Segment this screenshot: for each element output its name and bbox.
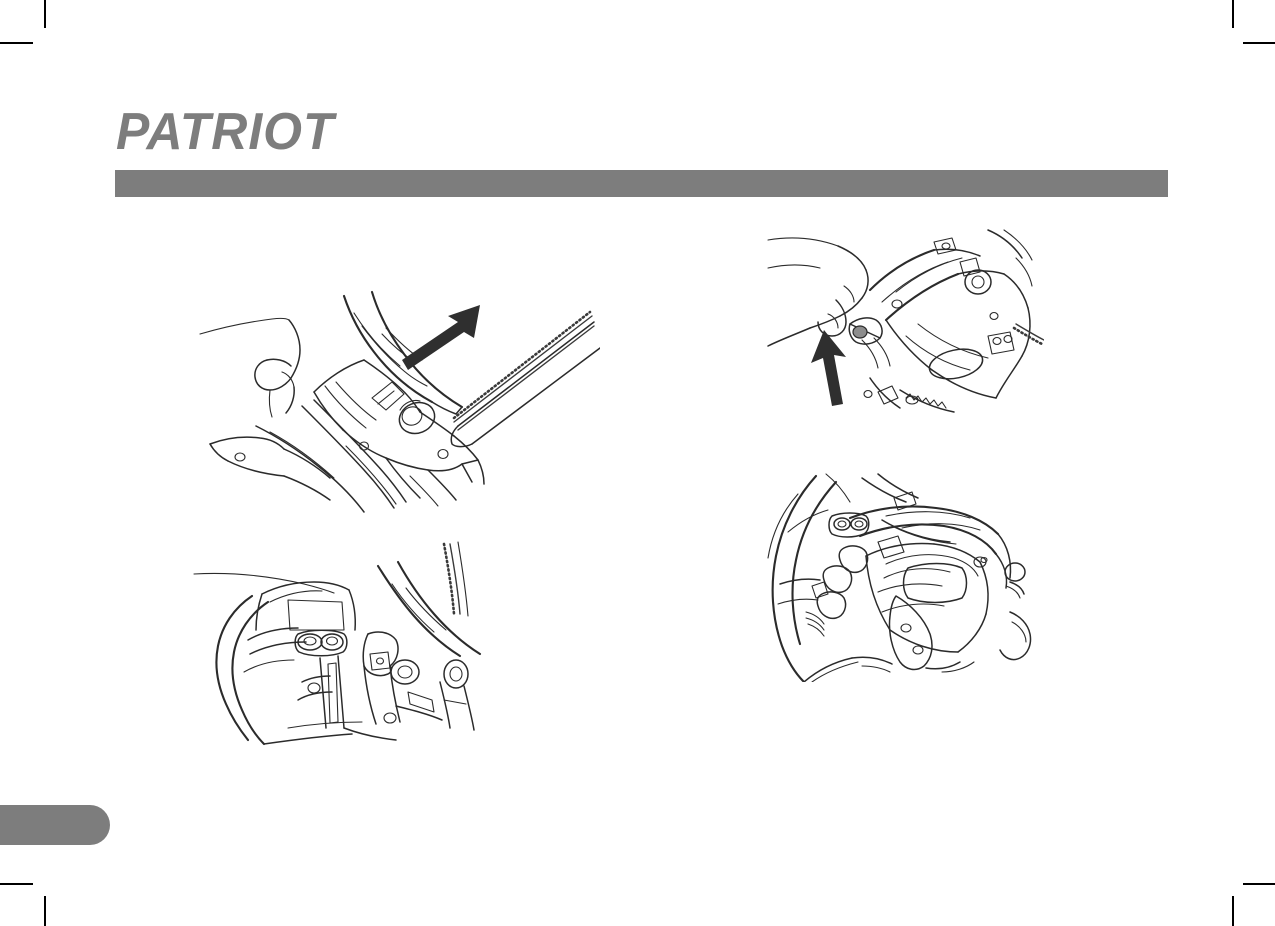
crop-mark-top-right-vertical — [1232, 0, 1234, 28]
figure-throttle-grip — [766, 228, 1044, 432]
crop-mark-top-right-horizontal — [1243, 42, 1275, 44]
crop-mark-top-left-horizontal — [0, 42, 33, 44]
figure-top-view-controls — [766, 472, 1044, 682]
figure-1-artwork — [199, 290, 600, 513]
header-bar — [115, 170, 1168, 197]
crop-mark-top-left-vertical — [44, 0, 46, 28]
crop-mark-bottom-right-horizontal — [1243, 883, 1275, 885]
figure-chain-brake-engage — [196, 286, 600, 514]
direction-arrow-up — [811, 330, 846, 406]
figure-front-handguard-detail — [192, 532, 502, 748]
crop-mark-bottom-left-vertical — [44, 896, 46, 926]
figure-4-artwork — [767, 473, 1032, 682]
crop-mark-bottom-left-horizontal — [0, 883, 33, 885]
figure-2-artwork — [193, 541, 482, 746]
figure-3-artwork — [767, 229, 1044, 413]
brand-logo: PATRIOT — [116, 103, 335, 161]
direction-arrow-up-right — [402, 305, 480, 370]
page-number-tab — [0, 805, 110, 845]
crop-mark-bottom-right-vertical — [1232, 896, 1234, 926]
